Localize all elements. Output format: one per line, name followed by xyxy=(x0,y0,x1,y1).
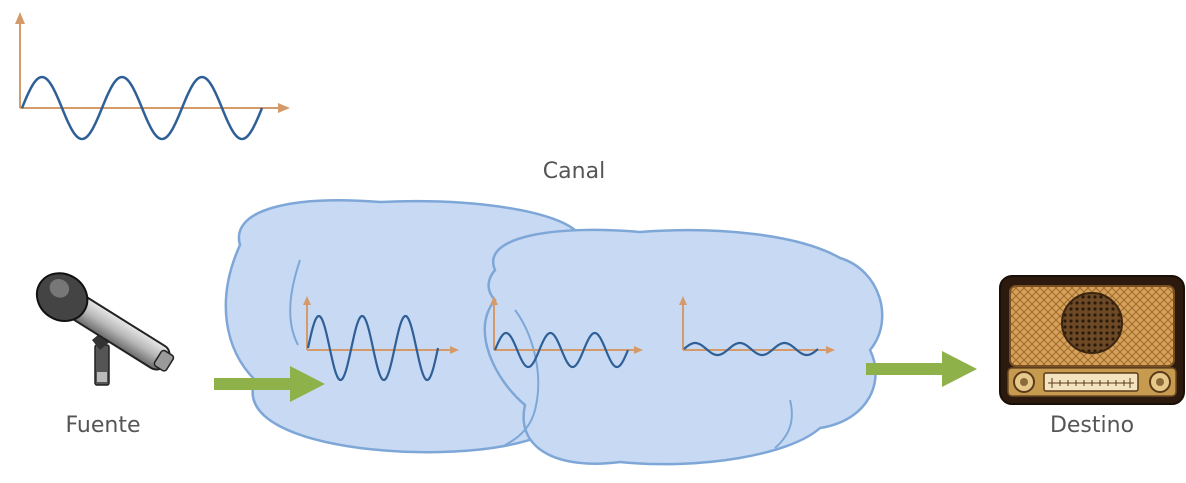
source-to-channel-arrow xyxy=(214,366,325,402)
radio-icon xyxy=(999,275,1185,405)
cloud-lobe-line xyxy=(504,309,540,446)
channel-signal-graph-3 xyxy=(679,296,835,357)
cloud-lobe-line xyxy=(289,259,301,346)
channel-wave-3 xyxy=(683,341,819,357)
channel-cloud xyxy=(224,199,884,466)
channel-wave-2 xyxy=(493,331,630,369)
cloud-lobe-line xyxy=(774,399,793,449)
destination-label: Destino xyxy=(1050,413,1134,438)
channel-label: Canal xyxy=(543,159,605,184)
axes xyxy=(15,12,290,113)
original-signal-graph xyxy=(15,12,290,141)
channel-wave-1 xyxy=(306,314,440,382)
microphone-icon xyxy=(35,272,175,386)
channel-to-destination-arrow xyxy=(866,351,977,387)
source-label: Fuente xyxy=(65,413,140,438)
original-wave xyxy=(20,75,264,141)
channel-signal-graph-1 xyxy=(303,296,459,382)
channel-signal-graph-2 xyxy=(490,296,643,369)
